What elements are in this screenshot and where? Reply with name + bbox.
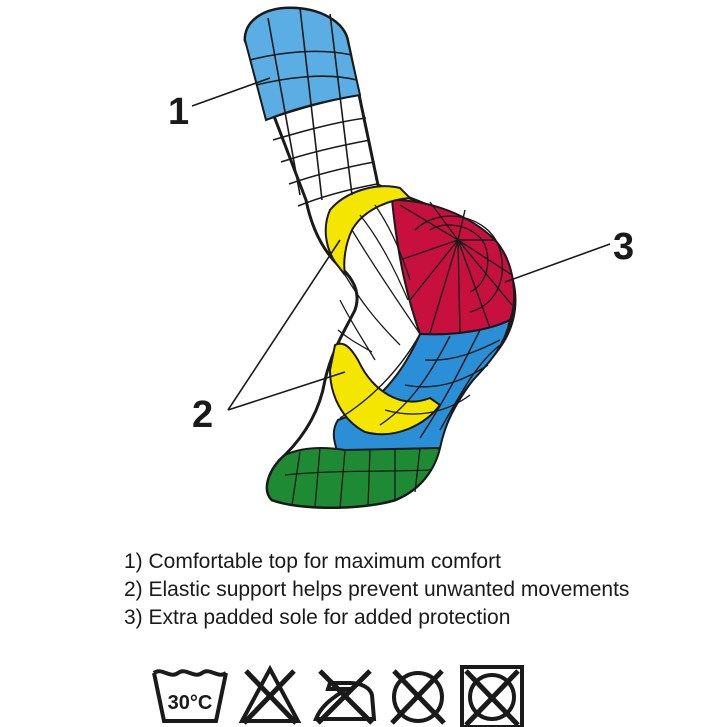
callout-1: 1	[168, 91, 190, 133]
callout-3: 3	[613, 226, 635, 268]
foot-grid	[337, 204, 421, 361]
do-not-dry-clean-icon	[390, 669, 446, 725]
leader-line-3	[504, 243, 611, 283]
leg-grid	[249, 7, 378, 207]
elastic-zone-upper	[324, 185, 413, 276]
callout-2: 2	[192, 394, 214, 436]
leader-line-2b	[227, 371, 346, 411]
feature-list: 1) Comfortable top for maximum comfort 2…	[124, 548, 629, 632]
care-symbols: 30°C	[150, 663, 530, 727]
toe-zone	[266, 446, 442, 509]
feature-item-3: 3) Extra padded sole for added protectio…	[124, 606, 511, 629]
feature-item-2: 2) Elastic support helps prevent unwante…	[124, 578, 630, 601]
do-not-tumble-dry-icon	[460, 665, 524, 727]
wash-30-icon: 30°C	[152, 669, 228, 723]
sock-diagram	[191, 6, 611, 509]
wash-temperature: 30°C	[168, 692, 213, 714]
feature-item-1: 1) Comfortable top for maximum comfort	[124, 550, 501, 573]
leader-line-2a	[227, 239, 341, 411]
toe-grid	[284, 447, 433, 509]
sole-grid	[339, 329, 501, 439]
do-not-iron-icon	[313, 669, 377, 725]
leader-line-1	[191, 77, 271, 107]
do-not-bleach-icon	[238, 664, 302, 725]
heel-grid	[399, 201, 513, 335]
leader-lines	[191, 77, 611, 411]
